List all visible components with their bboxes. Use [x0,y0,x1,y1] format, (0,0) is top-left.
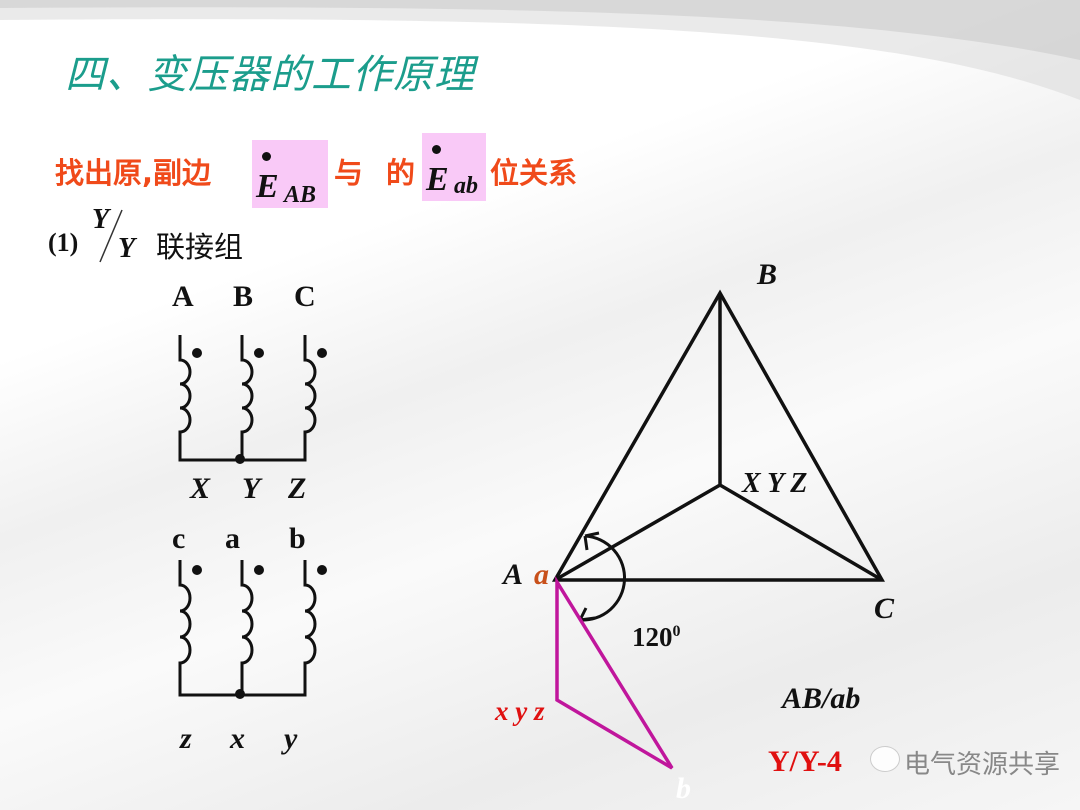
slide-title: 四、变压器的工作原理 [65,52,475,98]
phasor-subscript: AB [284,182,317,208]
terminal-A: A [172,280,194,313]
neutral-secondary-label: x y z [495,696,545,726]
phasor-symbol: E [426,161,449,198]
polarity-dots [192,348,327,699]
terminal-Z: Z [288,472,307,505]
header-swoosh-dark [0,0,1080,60]
section-label: 联接组 [156,230,244,264]
phasor-symbol: E [256,168,279,205]
vertex-C-label: C [874,592,895,625]
angle-degree: 0 [672,623,681,640]
vertex-b-label: b [676,772,691,805]
phasor-eab-secondary: E ab [422,133,486,201]
vertex-a-label: a [534,558,549,591]
phasor-eab-primary: E AB [252,140,328,208]
neutral-primary-label: X Y Z [742,468,808,499]
subtitle-part4: 位关系 [490,156,578,190]
terminal-B: B [233,280,254,313]
fraction-slash [99,209,123,263]
connection-numerator: Y [92,204,110,235]
phasor-subscript: ab [454,173,478,199]
subtitle-part2: 与 [334,156,364,190]
terminal-z: z [180,722,192,755]
connection-denominator: Y [118,233,136,264]
section-number: (1) [48,228,79,257]
terminal-Y: Y [242,472,261,505]
watermark: 电气资源共享 [904,750,1061,780]
phasor-dot [262,152,271,161]
terminal-X: X [190,472,211,505]
terminal-x: x [230,722,245,755]
phasor-dot [432,145,441,154]
terminal-a: a [225,522,240,555]
wechat-icon [870,746,900,772]
terminal-c: c [172,522,186,555]
angle-label: 1200 [632,622,681,653]
secondary-phasor-triangle [555,575,674,770]
subtitle-part1: 找出原,副边 [55,156,212,190]
vertex-B-label: B [757,258,778,291]
terminal-C: C [294,280,316,313]
primary-phasor-triangle [551,289,885,622]
vertex-A-label: A [503,558,524,591]
angle-value: 120 [632,622,673,652]
header-swoosh [0,0,1080,100]
terminal-y: y [284,722,298,755]
ratio-label: AB/ab [782,682,861,715]
terminal-b: b [289,522,306,555]
primary-windings [178,335,317,697]
connection-group-label: Y/Y-4 [768,745,842,778]
subtitle-part3: 的 [386,156,416,190]
